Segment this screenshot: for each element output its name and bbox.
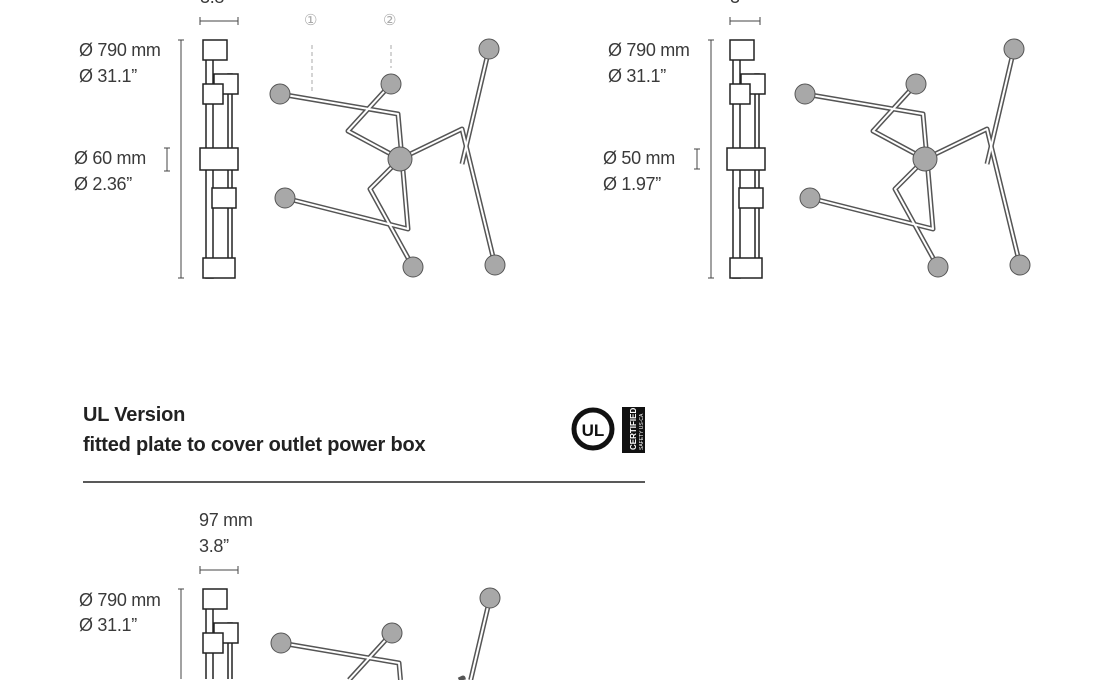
ul-depth-in: 3.8”	[199, 536, 229, 556]
variant-a-canopy-mm: Ø 60 mm	[74, 148, 146, 168]
svg-text:UL: UL	[582, 421, 605, 440]
callout-2: ②	[383, 12, 397, 29]
variant-b-canopy-in: Ø 1.97”	[603, 174, 661, 194]
ul-depth-mm: 97 mm	[199, 510, 253, 530]
variant-a-drawing	[164, 17, 505, 278]
variant-a-depth-in: 3.8”	[200, 0, 230, 8]
callout-1: ①	[304, 12, 318, 29]
ul-drawing	[178, 566, 500, 680]
variant-b-height-mm: Ø 790 mm	[608, 40, 690, 60]
variant-a-height-in: Ø 31.1”	[79, 66, 137, 86]
variant-a-height-mm: Ø 790 mm	[79, 40, 161, 60]
ul-section-title: UL Version	[83, 404, 186, 426]
ul-height-mm: Ø 790 mm	[79, 590, 161, 610]
variant-b-drawing	[694, 17, 1030, 278]
svg-text:SAFETY US-CA: SAFETY US-CA	[639, 413, 645, 450]
variant-a-canopy-in: Ø 2.36”	[74, 174, 132, 194]
variant-b-canopy-mm: Ø 50 mm	[603, 148, 675, 168]
svg-text:CERTIFIED: CERTIFIED	[629, 408, 638, 450]
variant-b-depth-in: 3	[730, 0, 740, 8]
ul-section-subtitle: fitted plate to cover outlet power box	[83, 434, 426, 456]
ul-height-in: Ø 31.1”	[79, 615, 137, 635]
ul-logo: UL CERTIFIED SAFETY US-CA	[571, 407, 645, 453]
variant-b-height-in: Ø 31.1”	[608, 66, 666, 86]
